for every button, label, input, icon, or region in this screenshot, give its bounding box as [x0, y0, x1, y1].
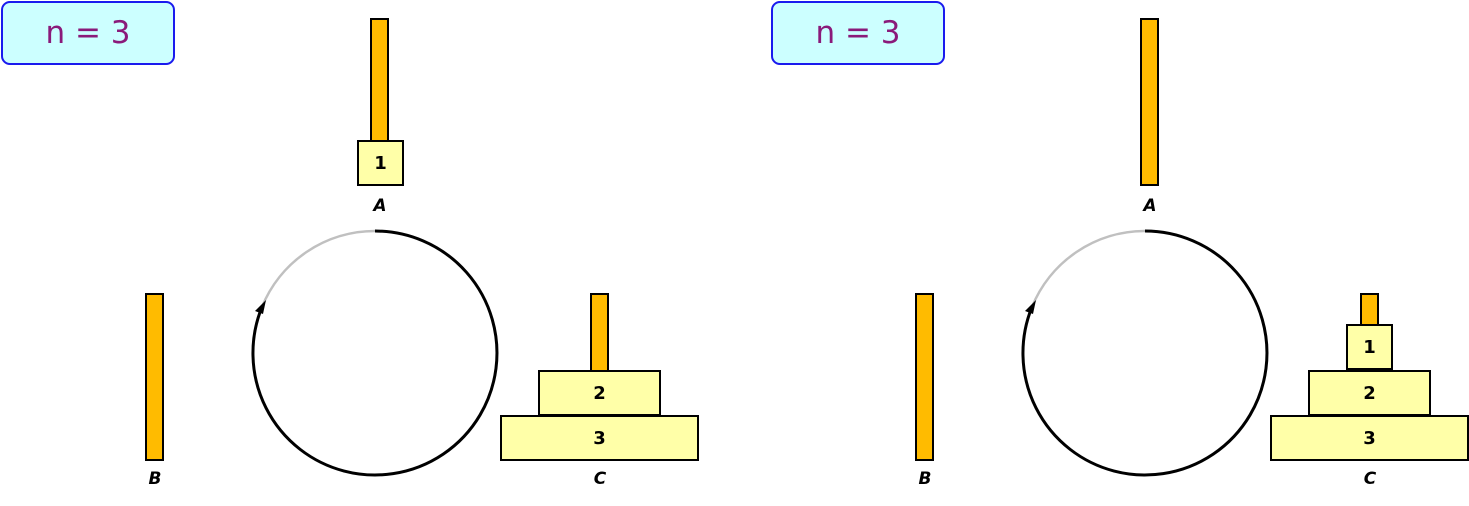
n-label: n = 3	[815, 15, 901, 51]
disk-2: 2	[538, 370, 661, 416]
hanoi-panel-right: n = 3 A B 3 2 1 C	[770, 0, 1469, 506]
peg-b-rod	[145, 293, 164, 461]
peg-b-rod	[915, 293, 934, 461]
cycle-arc-gray	[1030, 229, 1146, 308]
peg-a-label: A	[373, 196, 387, 216]
peg-a-label: A	[1143, 196, 1157, 216]
disk-1: 1	[1346, 324, 1393, 370]
cycle-arc-black	[1021, 229, 1269, 477]
disk-1: 1	[357, 140, 404, 186]
disk-3: 3	[500, 415, 699, 461]
disk-2: 2	[1308, 370, 1431, 416]
cycle-arc-gray	[260, 229, 376, 308]
disk-label: 2	[1363, 382, 1376, 404]
disk-label: 3	[1363, 427, 1376, 449]
peg-a-rod	[1140, 18, 1159, 186]
n-label-box: n = 3	[1, 1, 175, 65]
cycle-arc-black	[251, 229, 499, 477]
disk-label: 3	[593, 427, 606, 449]
peg-c-label: C	[1363, 469, 1377, 489]
cycle-arrowhead	[255, 300, 266, 314]
cycle-arrowhead	[1025, 300, 1036, 314]
cycle-arrow-diagram	[251, 229, 499, 477]
peg-b-label: B	[148, 469, 162, 489]
disk-3: 3	[1270, 415, 1469, 461]
n-label: n = 3	[45, 15, 131, 51]
disk-label: 1	[1363, 336, 1376, 358]
disk-label: 1	[374, 152, 387, 174]
disk-label: 2	[593, 382, 606, 404]
hanoi-panel-left: n = 3 1 A B 3 2 C	[0, 0, 734, 506]
n-label-box: n = 3	[771, 1, 945, 65]
cycle-arrow-diagram	[1021, 229, 1269, 477]
peg-b-label: B	[918, 469, 932, 489]
peg-c-label: C	[593, 469, 607, 489]
